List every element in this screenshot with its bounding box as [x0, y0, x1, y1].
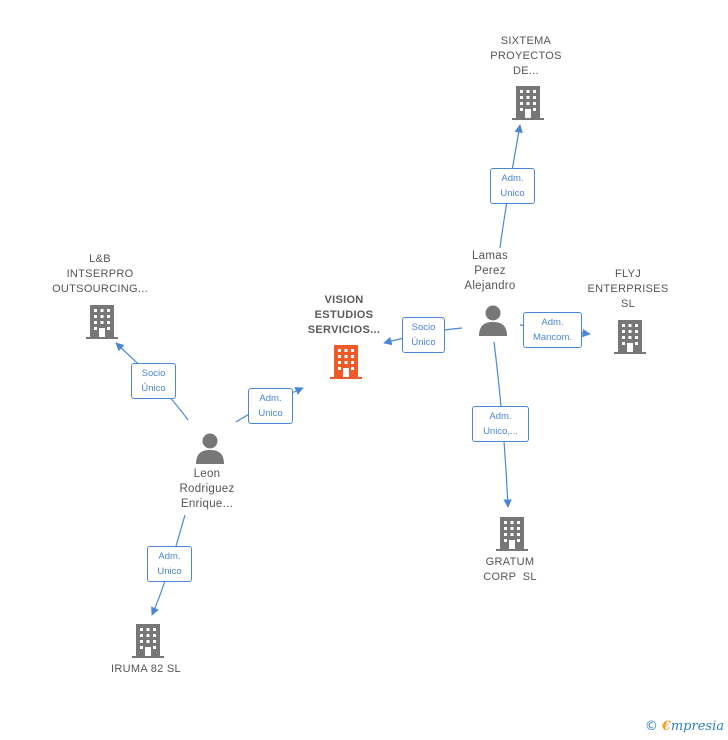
edge-label-lamas-flyj[interactable]: Adm. Mancom. [523, 312, 582, 348]
node-label-flyj[interactable]: FLYJ ENTERPRISES SL [587, 268, 669, 310]
edge-label-leon-lb[interactable]: Socio Único [131, 363, 176, 399]
node-label-lamas[interactable]: Lamas Perez Alejandro [464, 250, 516, 292]
building-icon-sixtema[interactable] [512, 86, 544, 125]
node-label-iruma[interactable]: IRUMA 82 SL [111, 663, 181, 675]
building-icon-lb[interactable] [86, 305, 118, 344]
brand-name: mpresia [670, 719, 724, 734]
brand-logo-letter: € [661, 719, 671, 734]
person-icon-leon[interactable] [195, 432, 225, 469]
building-icon-iruma[interactable] [132, 624, 164, 663]
edge-label-leon-iruma[interactable]: Adm. Unico [147, 546, 192, 582]
copyright-symbol: © [644, 719, 658, 734]
building-icon-flyj[interactable] [614, 320, 646, 359]
edge-label-leon-vision[interactable]: Adm. Unico [248, 388, 293, 424]
node-label-gratum[interactable]: GRATUM CORP SL [483, 556, 537, 583]
node-label-vision[interactable]: VISION ESTUDIOS SERVICIOS... [307, 294, 381, 336]
edge-label-lamas-vision[interactable]: Socio Único [402, 317, 445, 353]
edge-label-lamas-gratum[interactable]: Adm. Unico,... [472, 406, 529, 442]
edge-label-lamas-sixtema[interactable]: Adm. Unico [490, 168, 535, 204]
node-label-sixtema[interactable]: SIXTEMA PROYECTOS DE... [490, 35, 562, 77]
brand-footer[interactable]: ©€mpresia [645, 719, 724, 734]
node-label-leon[interactable]: Leon Rodriguez Enrique... [179, 468, 235, 510]
building-icon-gratum[interactable] [496, 517, 528, 556]
building-icon-vision[interactable] [330, 345, 362, 384]
person-icon-lamas[interactable] [478, 304, 508, 341]
node-label-lb[interactable]: L&B INTSERPRO OUTSOURCING... [52, 253, 148, 295]
